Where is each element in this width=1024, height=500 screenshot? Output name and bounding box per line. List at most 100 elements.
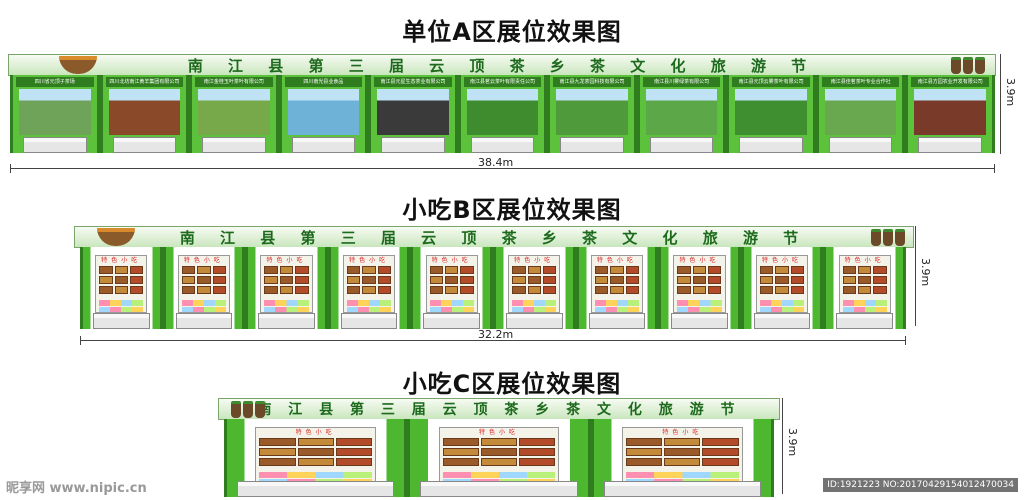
booth-b-6: 特色小吃 <box>492 247 576 329</box>
section-a-title: 单位A区展位效果图 <box>402 18 622 46</box>
food-photo-grid <box>99 266 144 294</box>
booth-a-11: 南江县方园农业开发有限公司 <box>905 75 996 153</box>
food-photo-grid <box>442 438 556 466</box>
booth-counter <box>202 137 266 153</box>
menu-board: 特色小吃 <box>673 255 726 313</box>
booth-counter <box>505 313 563 329</box>
section-a-booth-row: 四川省元顶子茶场四川北坊南江黄羊集团有限公司南江金桂玉叶茶叶有限公司 四川南光县业… <box>10 75 996 153</box>
watermark-id: ID:1921223 NO:20170429154012470034 <box>823 478 1018 492</box>
food-photo-grid <box>347 266 392 294</box>
booth-counter <box>23 137 87 153</box>
booth-counter <box>112 137 177 153</box>
booth-counter <box>739 137 803 153</box>
booth-a-8: 南江县川雾绿茶有限公司 <box>636 75 727 153</box>
section-a-height-label: 3.9m <box>1004 78 1017 107</box>
booth-counter <box>918 137 983 153</box>
color-strip <box>842 300 887 306</box>
booth-b-7: 特色小吃 <box>575 247 659 329</box>
booth-label: 南江县元顶云雾茶叶有限公司 <box>732 77 810 87</box>
booth-b-10: 特色小吃 <box>823 247 906 329</box>
booth-label: 四川南光县业食品 <box>284 77 363 87</box>
menu-board: 特色小吃 <box>590 255 643 313</box>
booth-a-2: 四川北坊南江黄羊集团有限公司 <box>99 75 190 153</box>
booth-b-4: 特色小吃 <box>327 247 411 329</box>
booth-photo <box>108 89 181 135</box>
menu-board-title: 特色小吃 <box>662 429 703 436</box>
booth-b-9: 特色小吃 <box>740 247 824 329</box>
booth-b-1: 特色小吃 <box>80 247 163 329</box>
booth-counter <box>588 313 646 329</box>
tea-pot-icon <box>231 400 265 418</box>
booth-photo <box>466 89 539 135</box>
menu-board-title: 特色小吃 <box>478 429 519 436</box>
booth-label: 南江金桂玉叶茶叶有限公司 <box>195 77 273 87</box>
section-a-height-dimension <box>1000 54 1001 154</box>
booth-counter <box>649 137 714 153</box>
menu-board-title: 特色小吃 <box>514 257 555 264</box>
tea-pot-icon <box>871 228 905 246</box>
booth-photo <box>645 89 718 135</box>
booth-a-10: 南江县佳茗茶叶专业合作社 <box>815 75 906 153</box>
booth-counter <box>175 313 233 329</box>
booth-b-3: 特色小吃 <box>245 247 328 329</box>
section-a-banner-text: 南 江 县 第 三 届 云 顶 茶 乡 茶 文 化 旅 游 节 <box>187 56 817 75</box>
booth-photo <box>287 89 360 135</box>
section-a-width-label: 38.4m <box>478 156 514 169</box>
booth-a-5: 南江县元星生态茶业有限公司 <box>368 75 458 153</box>
color-strip <box>677 307 722 312</box>
section-a-banner: 南 江 县 第 三 届 云 顶 茶 乡 茶 文 化 旅 游 节 <box>8 54 996 76</box>
menu-board: 特色小吃 <box>508 255 561 313</box>
tea-pot-icon <box>951 56 985 74</box>
section-b-banner-text: 南 江 县 第 三 届 云 顶 茶 乡 茶 文 化 旅 游 节 <box>179 228 809 247</box>
section-b-width-label: 32.2m <box>478 328 514 341</box>
booth-a-6: 南江县茗云茶叶有限责任公司 <box>457 75 548 153</box>
section-c-height-dimension <box>782 398 783 494</box>
section-c-booth-row: 特色小吃 特色小吃 特色小吃 <box>224 419 774 497</box>
booth-counter <box>603 481 761 497</box>
color-strip <box>259 472 372 478</box>
color-strip <box>99 300 144 306</box>
color-strip <box>760 307 805 312</box>
booth-b-2: 特色小吃 <box>162 247 246 329</box>
menu-board: 特色小吃 <box>425 255 478 313</box>
food-photo-grid <box>259 438 372 466</box>
tea-bowl-icon <box>97 228 135 246</box>
color-strip <box>677 300 722 306</box>
booth-label: 南江县佳茗茶叶专业合作社 <box>821 77 900 87</box>
tea-bowl-icon <box>59 56 97 74</box>
menu-board-title: 特色小吃 <box>431 257 472 264</box>
booth-c-2: 特色小吃 <box>407 419 591 497</box>
color-strip <box>347 300 392 306</box>
section-b-title: 小吃B区展位效果图 <box>402 196 622 224</box>
color-strip <box>442 472 556 478</box>
section-c-banner-text: 南 江 县 第 三 届 云 顶 茶 乡 茶 文 化 旅 游 节 <box>257 402 741 418</box>
booth-c-3: 特色小吃 <box>590 419 774 497</box>
booth-counter <box>381 137 445 153</box>
booth-label: 四川省元顶子茶场 <box>16 77 94 87</box>
section-c-title: 小吃C区展位效果图 <box>402 370 622 398</box>
menu-board: 特色小吃 <box>438 427 560 485</box>
menu-board: 特色小吃 <box>255 427 376 485</box>
booth-counter <box>340 313 398 329</box>
menu-board: 特色小吃 <box>177 255 230 313</box>
booth-b-8: 特色小吃 <box>658 247 741 329</box>
section-c-height-label: 3.9m <box>786 428 799 457</box>
food-photo-grid <box>677 266 722 294</box>
menu-board: 特色小吃 <box>260 255 313 313</box>
booth-a-4: 四川南光县业食品 <box>278 75 369 153</box>
food-photo-grid <box>512 266 557 294</box>
booth-a-9: 南江县元顶云雾茶叶有限公司 <box>726 75 816 153</box>
section-b-booth-row: 特色小吃特色小吃特色小吃特色小吃特色小吃特色小吃特色小吃特色小吃特色小吃特色小吃 <box>80 247 906 329</box>
booth-a-7: 南江县九龙茶园科技有限公司 <box>547 75 637 153</box>
menu-board-title: 特色小吃 <box>679 257 720 264</box>
booth-label: 南江县元星生态茶业有限公司 <box>374 77 452 87</box>
booth-counter <box>93 313 150 329</box>
color-strip <box>429 307 474 312</box>
booth-photo <box>377 89 449 135</box>
menu-board-title: 特色小吃 <box>596 257 637 264</box>
booth-label: 南江县方园农业开发有限公司 <box>911 77 990 87</box>
menu-board: 特色小吃 <box>838 255 891 313</box>
food-photo-grid <box>594 266 639 294</box>
food-photo-grid <box>264 266 309 294</box>
menu-board: 特色小吃 <box>343 255 396 313</box>
